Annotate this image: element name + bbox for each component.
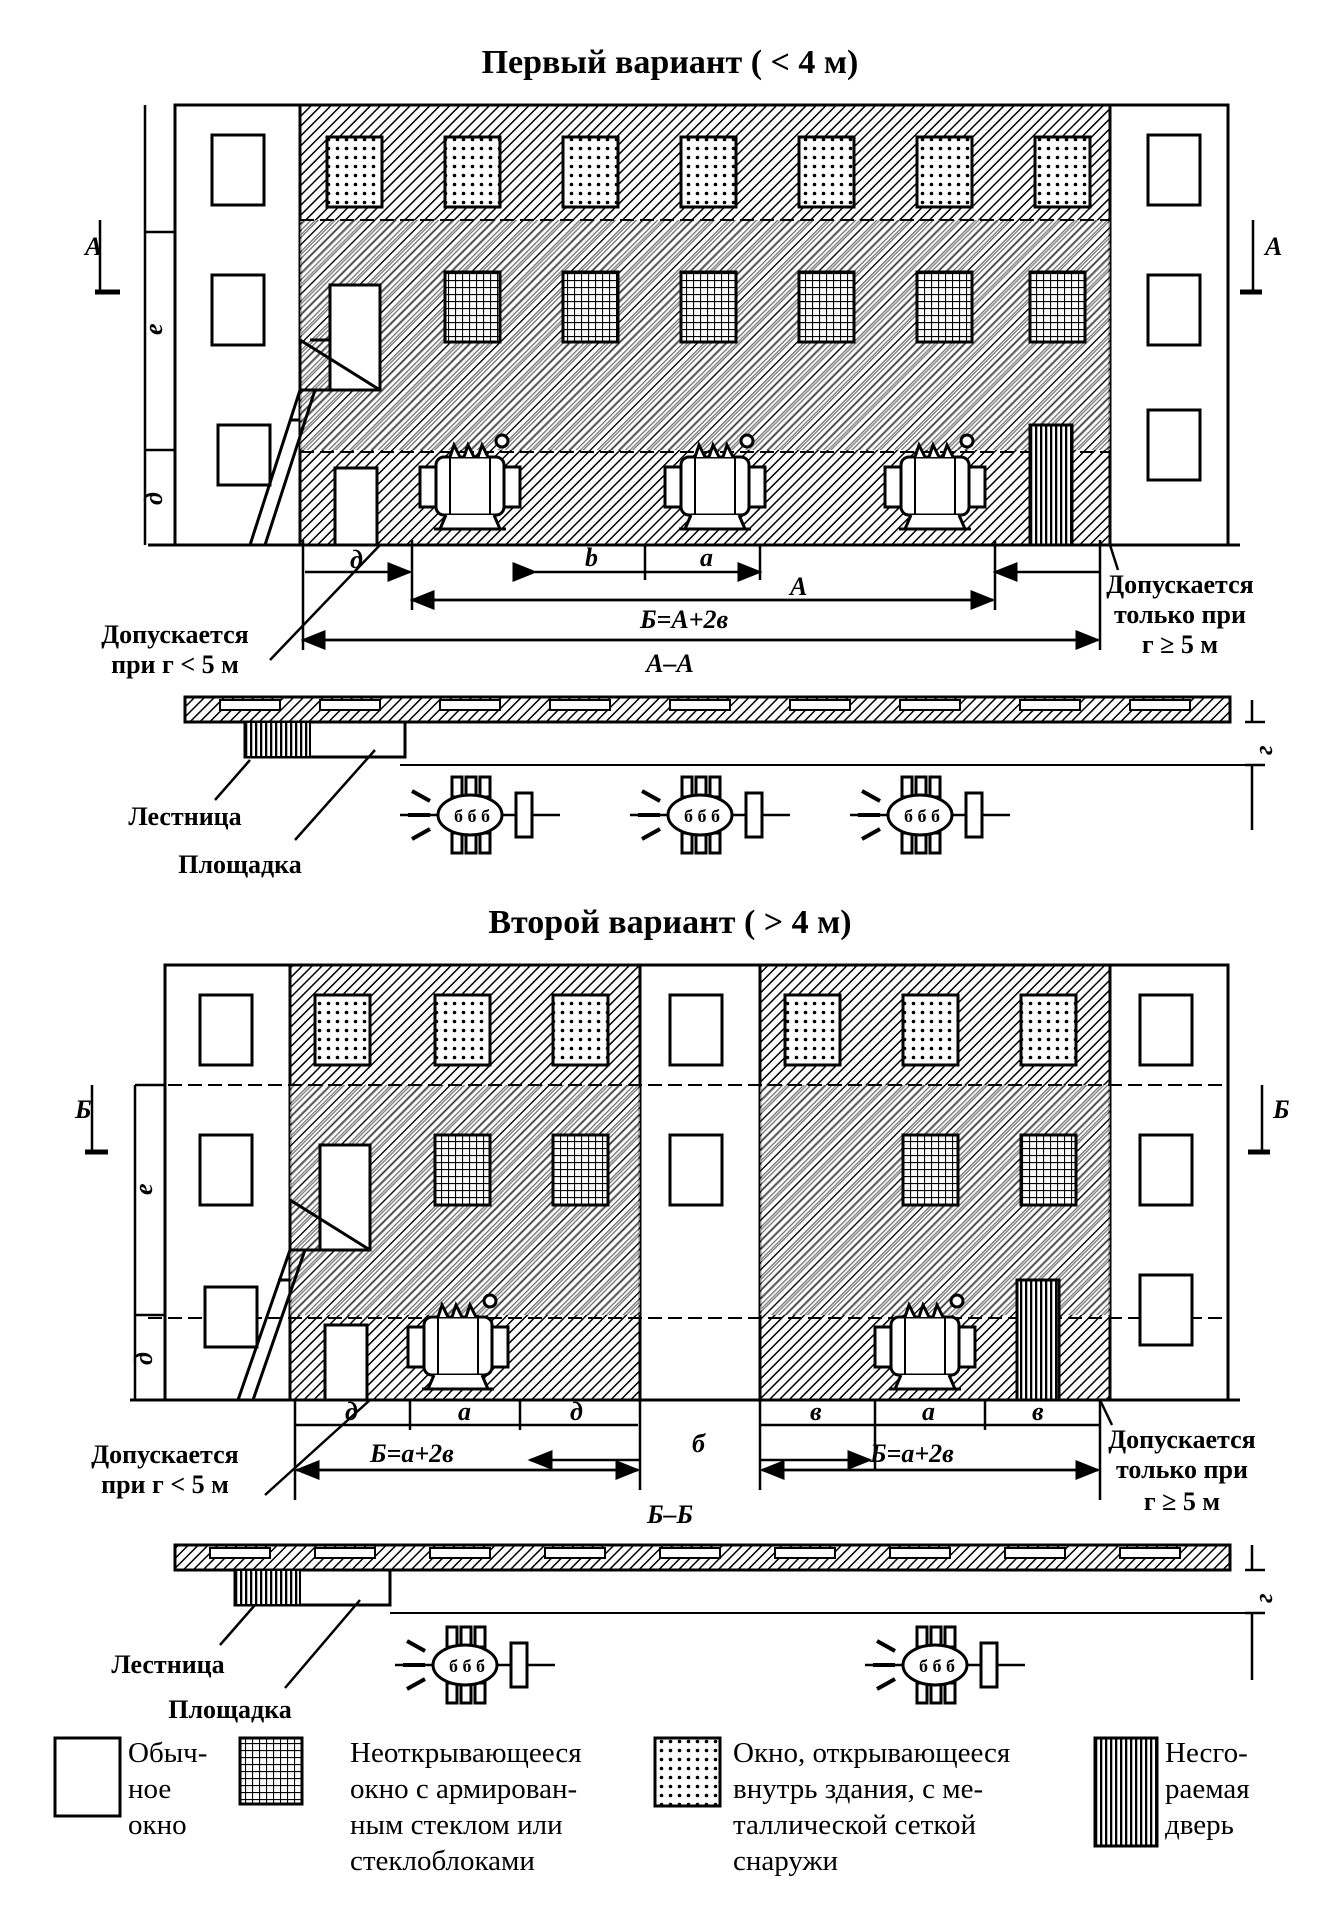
landing-label: Площадка — [178, 850, 302, 879]
note-right-line1: Допускается — [1108, 1425, 1255, 1454]
legend-plain-line2: ное — [128, 1773, 171, 1805]
dim-a: а — [700, 543, 713, 572]
plain-window — [198, 993, 254, 1067]
external-stair — [248, 337, 381, 546]
dim-gap: г — [1249, 1593, 1278, 1603]
variant1-dimensions — [95, 105, 1262, 661]
mesh-window-icon — [653, 1736, 722, 1808]
dim-formula: Б=А+2в — [639, 605, 728, 634]
plain-window — [668, 1133, 724, 1207]
plain-window — [203, 1285, 259, 1349]
variant2-title: Второй вариант ( > 4 м) — [488, 904, 851, 941]
wired-glass-window-icon — [238, 1736, 304, 1806]
legend-mesh-line1: Окно, открывающееся — [733, 1737, 1010, 1769]
plain-window — [198, 1133, 254, 1207]
note-right-line2: только при — [1116, 1455, 1248, 1484]
note-right-line2: только при — [1114, 600, 1246, 629]
dim-seg-d2: д — [570, 1397, 583, 1426]
legend-mesh-line3: таллической сеткой — [733, 1809, 976, 1841]
dim-formula1: Б=а+2в — [369, 1439, 454, 1468]
variant2-facade — [130, 963, 1240, 1402]
legend-door-line2: раемая — [1165, 1773, 1250, 1805]
mesh-window-row — [325, 135, 1092, 209]
plain-window — [1146, 408, 1202, 482]
lower-door — [333, 466, 379, 547]
plain-window — [216, 423, 272, 487]
section-marker-left: Б — [74, 1095, 92, 1124]
legend: Обыч- ное окно Неоткрывающееся окно с ар… — [53, 1736, 1250, 1877]
section-title: А–А — [644, 649, 694, 678]
legend-wired-line1: Неоткрывающееся — [350, 1737, 582, 1769]
legend-plain-line1: Обыч- — [128, 1737, 207, 1769]
section-marker-right: Б — [1272, 1095, 1290, 1124]
section-marker-left: А — [83, 232, 102, 261]
legend-door-line3: дверь — [1165, 1809, 1234, 1841]
plain-window — [1146, 273, 1202, 347]
wired-glass-window-row — [433, 1133, 1078, 1207]
note-left-line2: при г < 5 м — [111, 650, 239, 679]
dim-e: е — [129, 1183, 158, 1195]
legend-plain-line3: окно — [128, 1809, 187, 1841]
plain-window — [1146, 133, 1202, 207]
dim-seg-a: а — [458, 1397, 471, 1426]
mesh-window-row — [313, 993, 1078, 1067]
external-stair — [236, 1197, 371, 1401]
upper-door — [328, 283, 382, 392]
plain-window — [1138, 993, 1194, 1067]
legend-wired-line2: окно с армирован- — [350, 1773, 577, 1805]
plain-window — [210, 133, 266, 207]
dim-seg-v1: в — [810, 1397, 822, 1426]
stair-label: Лестница — [111, 1650, 224, 1679]
variant1-plan — [183, 695, 1265, 855]
dim-gap: г — [1249, 745, 1278, 755]
dim-A: А — [788, 572, 807, 601]
fireproof-door-icon — [1093, 1736, 1159, 1848]
dim-seg-d: д — [345, 1397, 358, 1426]
note-left-line1: Допускается — [101, 620, 248, 649]
legend-wired-line3: ным стеклом или — [350, 1809, 563, 1841]
variant2-plan — [173, 1543, 1265, 1705]
legend-door-line1: Несго- — [1165, 1737, 1248, 1769]
dim-seg-a2: а — [922, 1397, 935, 1426]
fireproof-door — [1028, 423, 1074, 547]
section-marker-right: А — [1263, 232, 1282, 261]
dim-d: д — [139, 492, 168, 505]
note-right-line3: г ≥ 5 м — [1142, 630, 1218, 659]
dim-d: д — [129, 1352, 158, 1365]
fireproof-door — [1015, 1278, 1061, 1402]
landing-label: Площадка — [168, 1695, 292, 1724]
plain-window — [668, 993, 724, 1067]
dim-formula2: Б=а+2в — [869, 1439, 954, 1468]
variant1-facade — [148, 103, 1240, 547]
plain-window — [210, 273, 266, 347]
note-right-line1: Допускается — [1106, 570, 1253, 599]
section-title: Б–Б — [646, 1500, 693, 1529]
dim-gap-b: б — [692, 1429, 706, 1458]
dim-e: е — [139, 323, 168, 335]
lower-door — [323, 1323, 369, 1402]
legend-wired-line4: стеклоблоками — [350, 1845, 535, 1877]
plain-window — [1138, 1133, 1194, 1207]
wired-glass-window-row — [443, 270, 1087, 344]
dim-dd: д — [350, 545, 363, 574]
note-right-line3: г ≥ 5 м — [1144, 1487, 1220, 1516]
plain-window — [1138, 1273, 1194, 1347]
plain-window-icon — [53, 1736, 122, 1818]
dim-seg-v2: в — [1032, 1397, 1044, 1426]
legend-mesh-line4: снаружи — [733, 1845, 838, 1877]
variant2-dimensions — [85, 1083, 1270, 1500]
stair-label: Лестница — [128, 802, 241, 831]
note-left-line1: Допускается — [91, 1440, 238, 1469]
legend-mesh-line2: внутрь здания, с ме- — [733, 1773, 983, 1805]
note-left-line2: при г < 5 м — [101, 1470, 229, 1499]
dim-b: b — [585, 543, 598, 572]
variant1-title: Первый вариант ( < 4 м) — [482, 44, 859, 81]
upper-door — [318, 1143, 372, 1252]
